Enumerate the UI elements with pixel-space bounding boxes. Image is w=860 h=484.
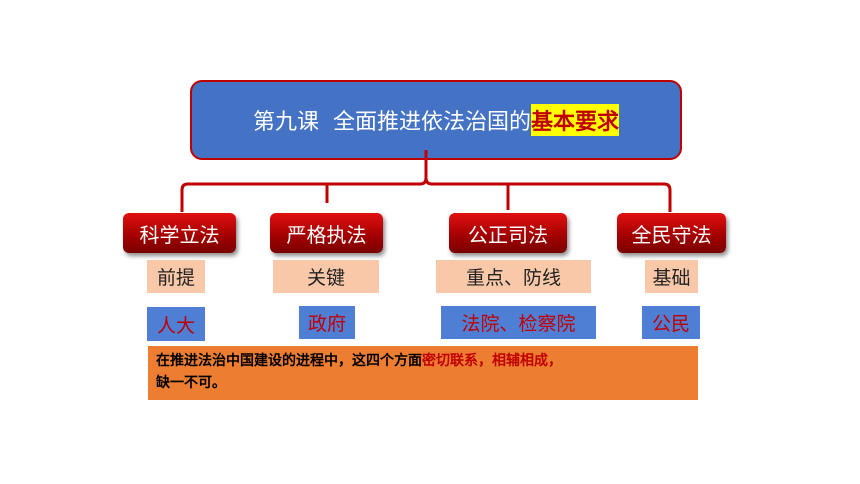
- note-text-end: 缺一不可。: [156, 375, 226, 391]
- aspect-label: 严格执法: [286, 222, 367, 247]
- bracket-line: [424, 177, 672, 212]
- role-box-guanjian: 关键: [273, 260, 379, 293]
- actor-box-gongmin: 公民: [642, 306, 700, 339]
- title-prefix: 第九课 全面推进依法治国的: [252, 110, 531, 135]
- role-box-jichu: 基础: [645, 260, 698, 293]
- summary-note: 在推进法治中国建设的进程中，这四个方面密切联系，相辅相成， 缺一不可。: [148, 346, 698, 400]
- aspect-label: 科学立法: [139, 222, 220, 247]
- aspect-box-yange-zhifa: 严格执法: [270, 213, 383, 253]
- aspect-box-gongzheng-sifa: 公正司法: [449, 213, 567, 253]
- role-label: 前提: [156, 267, 195, 289]
- role-box-qianti: 前提: [147, 260, 205, 293]
- actor-box-fayuan-jianchayuan: 法院、检察院: [441, 306, 596, 339]
- aspect-label: 全民守法: [631, 222, 712, 247]
- role-label: 重点、防线: [465, 267, 561, 289]
- actor-label: 人大: [156, 314, 195, 337]
- title-highlight: 基本要求: [530, 104, 619, 136]
- role-box-zhongdian-fangxian: 重点、防线: [436, 260, 591, 293]
- title-box: 第九课 全面推进依法治国的基本要求: [190, 80, 682, 160]
- bracket-line: [180, 150, 428, 212]
- note-text: 在推进法治中国建设的进程中，这四个方面: [156, 353, 422, 369]
- aspect-box-quanmin-shoufa: 全民守法: [617, 213, 726, 253]
- actor-label: 法院、检察院: [461, 313, 576, 335]
- actor-box-renda: 人大: [147, 307, 205, 341]
- aspect-label: 公正司法: [468, 222, 548, 247]
- role-label: 关键: [306, 267, 345, 289]
- note-emphasis: 密切联系，相辅相成，: [422, 353, 562, 369]
- actor-label: 公民: [651, 313, 690, 335]
- role-label: 基础: [652, 267, 691, 289]
- aspect-box-kexue-lifa: 科学立法: [123, 213, 236, 253]
- actor-label: 政府: [307, 313, 346, 335]
- actor-box-zhengfu: 政府: [299, 306, 355, 339]
